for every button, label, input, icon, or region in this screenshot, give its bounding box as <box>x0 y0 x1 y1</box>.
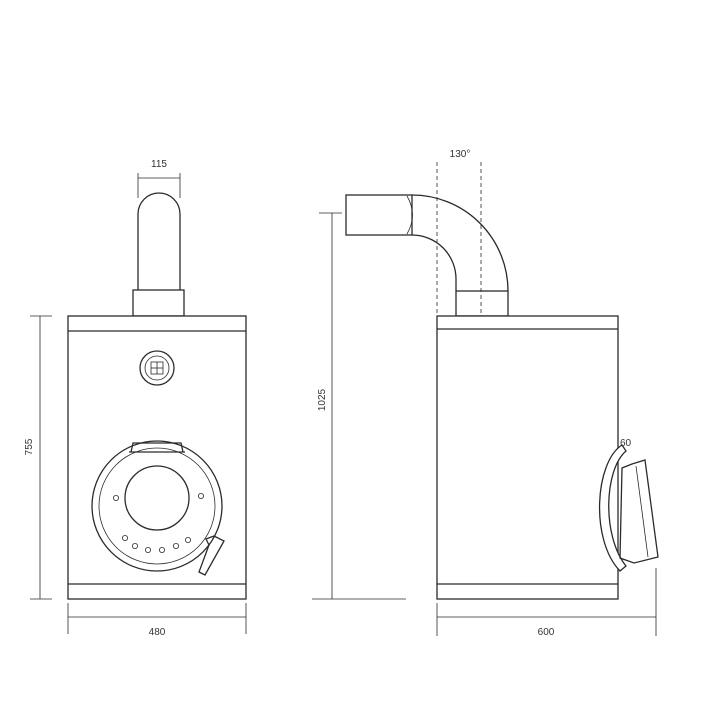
side-view: 130° 1025 60 600 <box>312 149 659 638</box>
side-door-open <box>598 444 659 572</box>
dim-front-width-label: 480 <box>149 627 166 638</box>
front-flue-pipe <box>137 192 181 290</box>
front-door <box>91 440 223 572</box>
dim-front-width: 480 <box>67 603 247 638</box>
side-flue-collar <box>455 290 509 317</box>
air-control-knob <box>139 350 175 386</box>
front-door-handle <box>198 535 225 576</box>
dim-side-depth: 600 <box>436 568 657 638</box>
dim-side-depth-label: 600 <box>538 627 555 638</box>
door-glass-window <box>124 465 190 531</box>
dim-side-door-label: 60 <box>620 438 632 449</box>
dim-side-angle-label: 130° <box>450 149 471 160</box>
side-stove-body <box>436 315 619 600</box>
dim-side-height-label: 1025 <box>317 388 328 411</box>
dim-front-height: 755 <box>24 315 52 600</box>
dim-front-flue-width: 115 <box>137 159 181 198</box>
front-flue-collar <box>132 289 185 317</box>
dim-flue-width-label: 115 <box>151 159 167 170</box>
dim-front-height-label: 755 <box>24 438 35 455</box>
front-view: 115 755 480 <box>24 159 247 638</box>
door-rivets <box>113 492 204 554</box>
side-flue-centerlines <box>436 162 482 316</box>
dim-side-height: 1025 <box>312 212 406 600</box>
front-stove-body <box>67 315 247 600</box>
side-elbow-flue <box>345 194 509 292</box>
